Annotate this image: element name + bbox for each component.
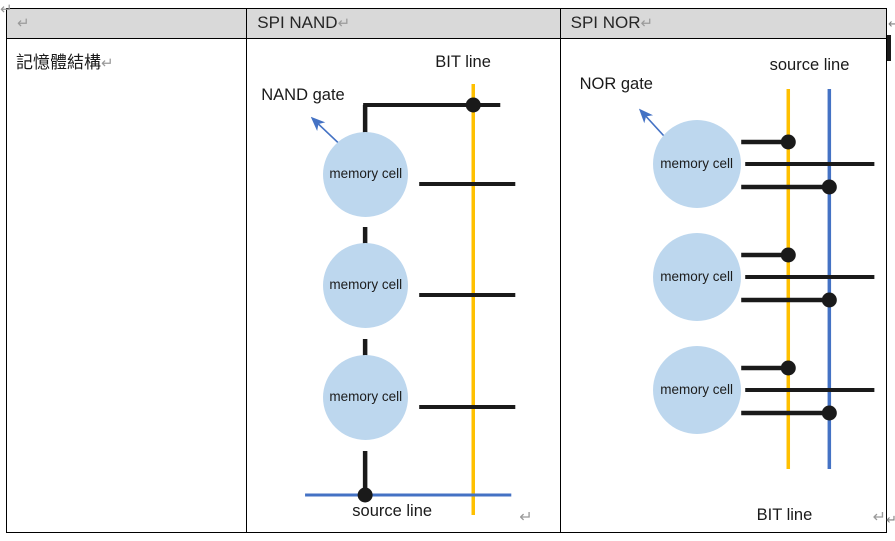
nor-source-line-label: source line — [769, 56, 850, 74]
nor-source-contact-dot-1 — [780, 134, 796, 150]
memory-cell-label: memory cell — [660, 156, 733, 171]
cell-spi-nand-diagram[interactable]: memory cell memory cell memory cell BIT … — [246, 38, 561, 533]
nor-bit-contact-dot-3 — [821, 405, 837, 421]
memory-cell-label: memory cell — [329, 277, 403, 292]
pilcrow-mark: ↵ — [17, 15, 30, 32]
memory-cell-circle — [652, 120, 741, 208]
memory-cell-label: memory cell — [329, 166, 403, 181]
table-body-row: 記憶體結構↵ — [5, 38, 888, 533]
table-header-row: ↵ SPI NAND↵ SPI NOR↵ — [5, 8, 888, 39]
memory-cell-circle — [652, 346, 741, 434]
row-label-text: 記憶體結構 — [16, 53, 101, 72]
nor-source-contact-dot-2 — [780, 247, 796, 263]
header-cell-empty[interactable]: ↵ — [5, 8, 248, 39]
pilcrow-mark: ↵ — [640, 15, 654, 32]
pilcrow-mark: ↵ — [337, 15, 351, 32]
nand-bit-line-label: BIT line — [435, 53, 491, 71]
nand-sourceline-contact-dot — [357, 487, 373, 503]
text-cursor — [887, 35, 891, 61]
header-cell-spi-nor[interactable]: SPI NOR↵ — [559, 8, 888, 39]
cell-row-label[interactable]: 記憶體結構↵ — [5, 38, 248, 533]
nand-gate-callout-label: NAND gate — [261, 86, 345, 104]
comparison-table: ↵ SPI NAND↵ SPI NOR↵ 記憶體結構↵ — [5, 8, 888, 533]
header-cell-spi-nand[interactable]: SPI NAND↵ — [246, 8, 561, 39]
top-left-mark: ↵ — [0, 1, 13, 18]
memory-cell-label: memory cell — [660, 269, 733, 284]
pilcrow-mark: ↵ — [101, 55, 114, 72]
memory-cell-circle — [323, 243, 409, 328]
nor-gate-callout-label: NOR gate — [579, 75, 653, 93]
nor-bit-contact-dot-1 — [821, 179, 837, 195]
memory-cell-circle — [323, 132, 409, 217]
nand-source-line-label: source line — [352, 502, 433, 520]
right-margin-caret-bottom: ↵ — [886, 512, 895, 527]
memory-cell-circle — [323, 355, 409, 440]
pilcrow-mark: ↵ — [872, 509, 887, 526]
header-spi-nand-label: SPI NAND — [257, 13, 338, 32]
memory-cell-circle — [652, 233, 741, 321]
nand-bitline-contact-dot — [466, 97, 482, 113]
cell-spi-nor-diagram[interactable]: memory cell memory cell memory cell sour… — [559, 38, 888, 533]
header-spi-nor-label: SPI NOR — [570, 13, 641, 32]
nor-source-contact-dot-3 — [780, 360, 796, 376]
pilcrow-mark: ↵ — [519, 509, 533, 526]
nor-bit-contact-dot-2 — [821, 292, 837, 308]
nor-bit-line-label: BIT line — [756, 506, 813, 524]
memory-cell-label: memory cell — [660, 382, 733, 397]
right-margin-caret-top: ↵ — [888, 16, 895, 31]
memory-cell-label: memory cell — [329, 389, 403, 404]
row-label-wrap: 記憶體結構↵ — [7, 39, 246, 73]
